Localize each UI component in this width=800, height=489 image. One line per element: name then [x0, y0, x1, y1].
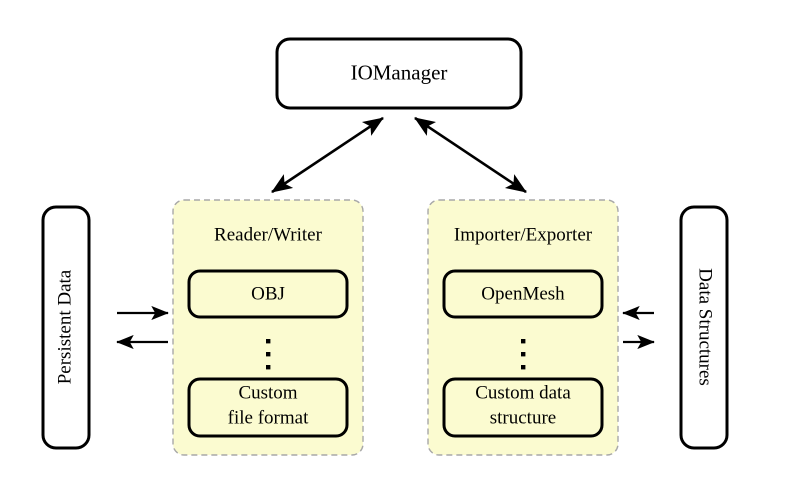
custom-data-structure-label-line1: Custom data [475, 382, 571, 403]
obj-label: OBJ [251, 283, 285, 304]
custom-file-format-label-line1: Custom [238, 382, 297, 403]
openmesh-label: OpenMesh [481, 283, 565, 304]
edge-iomanager-readerwriter [271, 116, 384, 194]
custom-data-structure-box [442, 377, 604, 438]
node-openmesh[interactable]: OpenMesh [442, 269, 604, 319]
node-obj[interactable]: OBJ [187, 269, 349, 319]
importer-exporter-ellipsis [521, 339, 526, 370]
custom-data-structure-label-line2: structure [490, 407, 556, 428]
data-structures-label: Data Structures [695, 268, 716, 386]
node-data-structures[interactable]: Data Structures [679, 205, 729, 450]
persistent-data-box [41, 205, 91, 450]
reader-writer-title: Reader/Writer [214, 224, 323, 245]
ellipsis-dot [521, 365, 526, 370]
edge-iomanager-importerexporter [414, 116, 527, 194]
iomanager-label: IOManager [351, 60, 448, 84]
ellipsis-dot [521, 352, 526, 357]
ellipsis-dot [266, 365, 271, 370]
node-custom-file-format[interactable]: Custom file format [187, 377, 349, 438]
iomanager-box [275, 37, 523, 110]
data-structures-box [679, 205, 729, 450]
ellipsis-dot [521, 339, 526, 344]
custom-file-format-label-line2: file format [228, 407, 309, 428]
reader-writer-ellipsis [266, 339, 271, 370]
ellipsis-dot [266, 339, 271, 344]
custom-file-format-box [187, 377, 349, 438]
node-custom-data-structure[interactable]: Custom data structure [442, 377, 604, 438]
node-iomanager[interactable]: IOManager [275, 37, 523, 110]
panel-reader-writer[interactable]: Reader/Writer OBJ Custom file format [172, 199, 364, 456]
panel-importer-exporter[interactable]: Importer/Exporter OpenMesh Custom data s… [427, 199, 619, 456]
ellipsis-dot [266, 352, 271, 357]
node-persistent-data[interactable]: Persistent Data [41, 205, 91, 450]
persistent-data-label: Persistent Data [54, 269, 75, 384]
openmesh-box [442, 269, 604, 319]
importer-exporter-title: Importer/Exporter [454, 224, 593, 245]
obj-box [187, 269, 349, 319]
